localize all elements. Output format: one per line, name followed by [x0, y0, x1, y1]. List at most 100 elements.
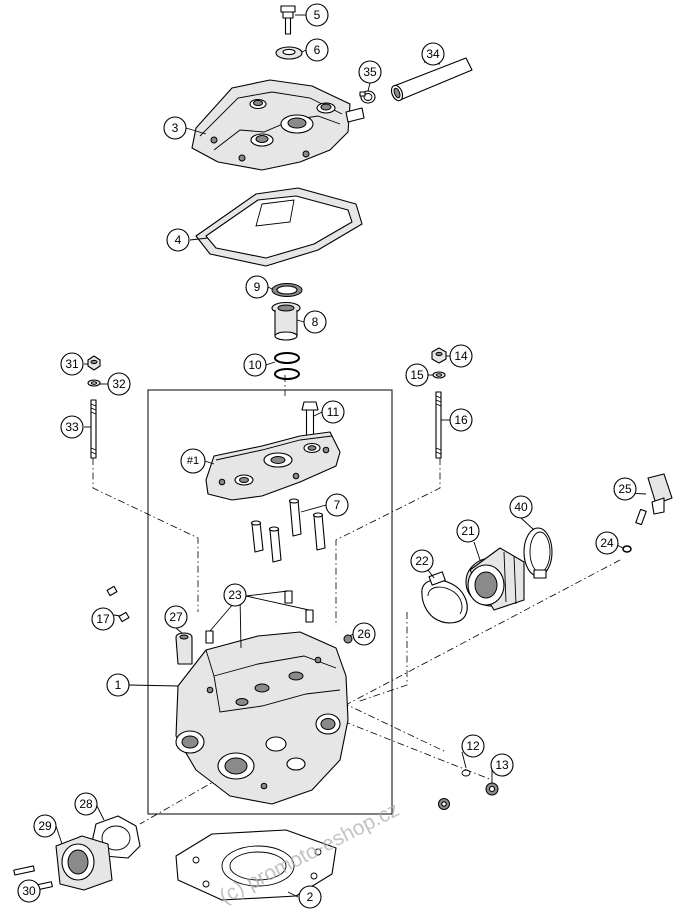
cylinder-head-part-1[interactable] [175, 631, 349, 805]
callout-6[interactable]: 6 [305, 38, 329, 62]
callout-22[interactable]: 22 [410, 549, 434, 573]
callout-11[interactable]: 11 [321, 400, 345, 424]
seal-washer-part-6[interactable] [275, 46, 303, 60]
bolt-part-11[interactable] [301, 401, 319, 439]
sensor-part-25[interactable] [635, 473, 673, 526]
intake-boot-part-21[interactable] [465, 547, 525, 611]
clamp-part-40[interactable] [523, 527, 553, 579]
callout-33[interactable]: 33 [60, 415, 84, 439]
callout-14[interactable]: 14 [449, 344, 473, 368]
callout-13-label: 13 [495, 758, 509, 772]
callout-25-label: 25 [618, 482, 632, 496]
callout-23[interactable]: 23 [223, 583, 247, 607]
callout-28[interactable]: 28 [74, 792, 98, 816]
washer-part-12[interactable] [461, 769, 471, 777]
callout-#1-label: #1 [187, 455, 199, 467]
spark-plug-sleeve-part-8[interactable] [271, 301, 301, 341]
callout-1-label: 1 [115, 678, 122, 692]
callout-29-label: 29 [38, 819, 52, 833]
callout-12-label: 12 [466, 739, 480, 753]
callout-7[interactable]: 7 [325, 493, 349, 517]
callout-33-label: 33 [65, 420, 79, 434]
callout-11-label: 11 [327, 405, 340, 419]
callout-30[interactable]: 30 [17, 879, 41, 903]
stud-part-33[interactable] [90, 399, 97, 459]
callout-2-label: 2 [307, 890, 314, 904]
stud-part-16[interactable] [435, 391, 442, 459]
callout-34[interactable]: 34 [421, 42, 445, 66]
nut-part-31[interactable] [87, 355, 101, 371]
head-gasket-part-2[interactable] [175, 829, 337, 901]
callout-5-label: 5 [314, 8, 321, 22]
hose-clamp-part-35[interactable] [359, 90, 376, 104]
callout-26-label: 26 [357, 627, 371, 641]
callout-31-label: 31 [65, 357, 79, 371]
callout-15-label: 15 [410, 368, 424, 382]
callout-40-label: 40 [514, 500, 528, 514]
plug-part-13[interactable] [485, 782, 499, 796]
callout-21[interactable]: 21 [456, 519, 480, 543]
callout-26[interactable]: 26 [352, 622, 376, 646]
o-ring-part-24[interactable] [622, 545, 632, 553]
plugs-part-17[interactable] [106, 585, 130, 623]
nut-part-14[interactable] [431, 347, 447, 364]
callout-4[interactable]: 4 [166, 228, 190, 252]
callout-30-label: 30 [22, 884, 36, 898]
bolt-part-5[interactable] [280, 5, 296, 35]
callout-14-label: 14 [454, 349, 468, 363]
callout-17-label: 17 [96, 612, 110, 626]
hose-clamp-part-22[interactable] [421, 571, 468, 624]
callout-27-label: 27 [169, 610, 183, 624]
assembly-frame [147, 389, 393, 815]
callout-40[interactable]: 40 [509, 495, 533, 519]
leader-lines [35, 14, 647, 898]
intake-flange-part-29[interactable] [55, 835, 113, 891]
callout-10[interactable]: 10 [243, 353, 267, 377]
callout-8-label: 8 [312, 315, 319, 329]
valve-guides-part-7[interactable] [250, 498, 326, 563]
washer-part-15[interactable] [432, 371, 446, 379]
callout-23-label: 23 [228, 588, 242, 602]
callout-24[interactable]: 24 [595, 531, 619, 555]
small-plugs [438, 798, 450, 810]
callout-9[interactable]: 9 [245, 275, 269, 299]
callout-22-label: 22 [415, 554, 429, 568]
washer-part-32[interactable] [87, 379, 101, 387]
callout-9-label: 9 [254, 280, 261, 294]
callout-29[interactable]: 29 [33, 814, 57, 838]
callout-16-label: 16 [454, 413, 468, 427]
callout-15[interactable]: 15 [405, 363, 429, 387]
callout-4-label: 4 [175, 233, 182, 247]
callout-17[interactable]: 17 [91, 607, 115, 631]
callout-2[interactable]: 2 [298, 885, 322, 909]
callout-3[interactable]: 3 [163, 116, 187, 140]
o-rings-part-10[interactable] [274, 352, 300, 380]
callout-24-label: 24 [600, 536, 614, 550]
callout-34-label: 34 [426, 47, 440, 61]
callout-32-label: 32 [112, 377, 126, 391]
callout-25[interactable]: 25 [613, 477, 637, 501]
callout-1[interactable]: 1 [106, 673, 130, 697]
callout-7-label: 7 [334, 498, 341, 512]
callout-16[interactable]: 16 [449, 408, 473, 432]
callout-#1[interactable]: #1 [180, 448, 206, 474]
plug-part-26[interactable] [343, 634, 353, 644]
callout-5[interactable]: 5 [305, 3, 329, 27]
callout-35[interactable]: 35 [358, 60, 382, 84]
callout-35-label: 35 [363, 65, 377, 79]
valve-cover-part-3[interactable] [191, 79, 365, 171]
callout-32[interactable]: 32 [107, 372, 131, 396]
callout-10-label: 10 [248, 358, 262, 372]
callout-12[interactable]: 12 [461, 734, 485, 758]
callout-28-label: 28 [79, 797, 93, 811]
fitting-part-27[interactable] [175, 632, 193, 665]
callout-13[interactable]: 13 [490, 753, 514, 777]
callout-31[interactable]: 31 [60, 352, 84, 376]
callout-8[interactable]: 8 [303, 310, 327, 334]
o-ring-part-9[interactable] [271, 283, 303, 297]
callout-27[interactable]: 27 [164, 605, 188, 629]
breather-hose-part-34[interactable] [389, 57, 473, 102]
valve-cover-gasket-part-4[interactable] [195, 187, 363, 267]
camshaft-carrier-part-#1[interactable] [205, 431, 341, 501]
